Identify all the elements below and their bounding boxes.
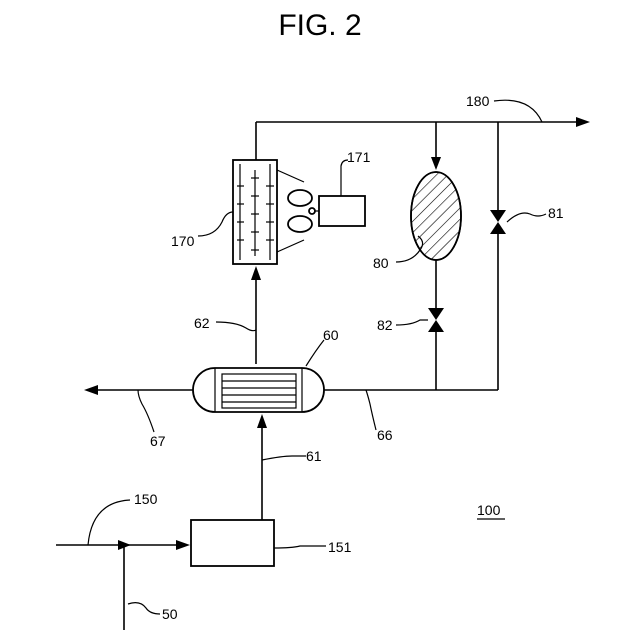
label-151: 151 bbox=[328, 539, 352, 555]
label-170: 170 bbox=[171, 233, 195, 249]
label-171: 171 bbox=[347, 149, 371, 165]
line-62 bbox=[251, 266, 261, 364]
label-180: 180 bbox=[466, 93, 490, 109]
system-label-100: 100 bbox=[477, 502, 501, 518]
leader-lines bbox=[88, 100, 546, 614]
valve-82 bbox=[428, 308, 444, 332]
label-61: 61 bbox=[306, 448, 322, 464]
label-82: 82 bbox=[377, 317, 393, 333]
figure-title: FIG. 2 bbox=[278, 9, 361, 42]
label-50: 50 bbox=[162, 606, 178, 622]
label-150: 150 bbox=[134, 491, 158, 507]
arrow-head bbox=[84, 385, 98, 395]
arrow-head bbox=[257, 414, 267, 428]
label-67: 67 bbox=[150, 433, 166, 449]
arrow-head bbox=[251, 266, 261, 280]
arrow-head bbox=[176, 540, 190, 550]
label-60: 60 bbox=[323, 327, 339, 343]
arrow-head bbox=[576, 117, 590, 127]
arrow-head bbox=[431, 157, 441, 170]
air-cooler-170 bbox=[233, 160, 277, 264]
label-81: 81 bbox=[548, 205, 564, 221]
line-150 bbox=[56, 540, 190, 550]
fan-icon bbox=[277, 170, 319, 252]
unit-151 bbox=[191, 520, 274, 566]
heat-exchanger-60 bbox=[193, 368, 324, 412]
line-header-to-80 bbox=[431, 122, 441, 170]
line-61 bbox=[257, 414, 267, 520]
label-62: 62 bbox=[194, 315, 210, 331]
motor-171 bbox=[319, 160, 365, 226]
label-66: 66 bbox=[377, 427, 393, 443]
label-80: 80 bbox=[373, 255, 389, 271]
valve-81 bbox=[490, 210, 506, 234]
